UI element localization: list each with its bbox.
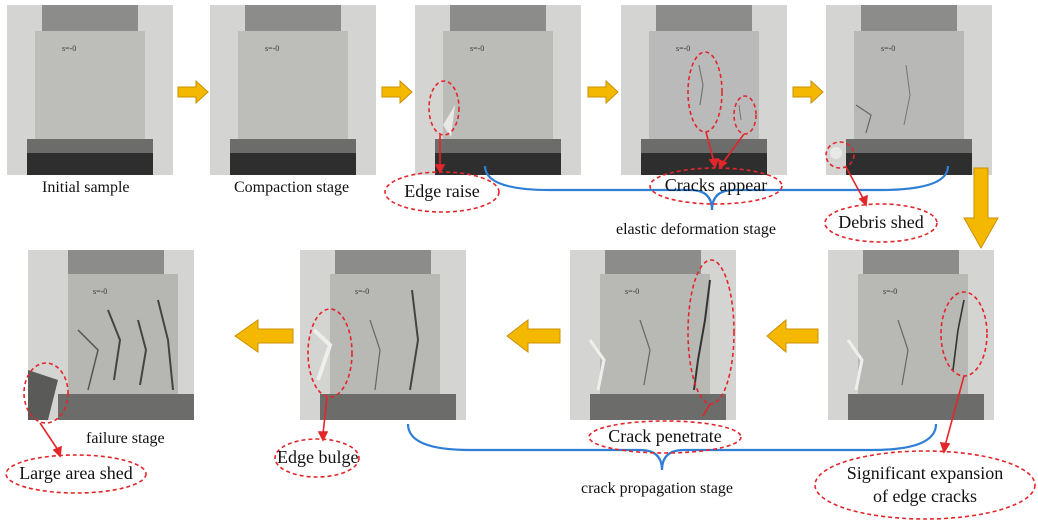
arrow-left-3 [234,319,294,353]
arrow-right-3 [587,79,619,105]
photo-debris-mark: s=-0 [881,44,895,53]
caption-elastic-deformation: elastic deformation stage [616,221,776,238]
photo-penetrate-mark: s=-0 [625,287,639,296]
arrow-left-2 [506,318,561,354]
photo-crack-penetrate: s=-0 [570,250,736,420]
caption-crack-propagation: crack propagation stage [581,480,733,497]
photo-cracks-mark: s=-0 [676,44,690,53]
photo-edge-bulge: s=-0 [300,250,466,420]
label-crack-penetrate: Crack penetrate [608,426,722,446]
label-edge-raise: Edge raise [404,181,480,201]
leader-debris-head [858,194,868,207]
photo-initial-mark: s=-0 [62,44,76,53]
photo-bulge-mark: s=-0 [355,287,369,296]
label-edge-bulge: Edge bulge [277,447,359,467]
arrow-right-4 [792,79,824,105]
photo-edge-raise-mark: s=-0 [470,44,484,53]
photo-debris-shed: s=-0 [826,5,992,175]
label-significant-line2: of edge cracks [873,486,977,506]
leader-large-area-head [52,445,62,458]
arrow-down [963,167,999,250]
caption-failure-stage: failure stage [86,430,165,447]
caption-initial-sample: Initial sample [42,179,130,196]
photo-compaction-stage: s=-0 [210,5,376,175]
leader-edge-cracks-head [939,442,951,454]
oval-significant-expansion [814,450,1036,520]
photo-expansion-mark: s=-0 [883,287,897,296]
leader-large-area [39,422,59,451]
photo-compaction-mark: s=-0 [265,44,279,53]
photo-edge-raise: s=-0 [415,5,581,175]
caption-compaction-stage: Compaction stage [234,179,350,196]
photo-initial-sample: s=-0 [7,5,173,175]
photo-significant-expansion: s=-0 [828,250,994,420]
photo-cracks-appear: s=-0 [621,5,787,175]
label-cracks-appear: Cracks appear [664,175,768,195]
arrow-left-1 [766,318,819,354]
label-debris-shed: Debris shed [838,212,924,232]
label-large-area-shed: Large area shed [19,463,133,483]
label-significant-line1: Significant expansion [846,463,1004,483]
photo-failure-mark: s=-0 [93,287,107,296]
arrow-right-1 [177,79,209,105]
photo-failure-stage: s=-0 [28,250,194,420]
leader-edge-bulge-head [317,431,329,442]
arrow-right-2 [381,79,413,105]
